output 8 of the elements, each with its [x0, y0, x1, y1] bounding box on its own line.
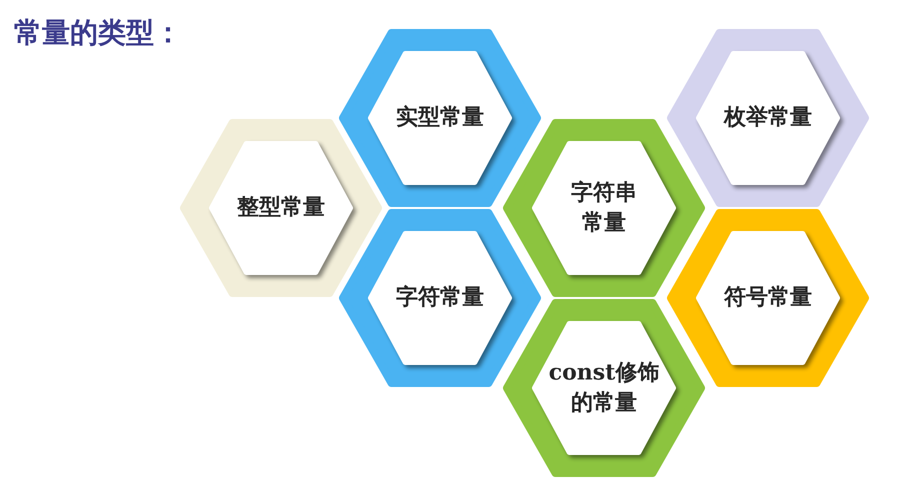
hexagon-label: 枚举常量	[722, 103, 813, 132]
hexagon-label: 字符串常量	[570, 178, 638, 237]
hexagon-label: 符号常量	[723, 283, 813, 312]
hexagon-label: 字符常量	[395, 283, 485, 312]
title: 常量的类型：	[14, 15, 182, 51]
hexagon-label: 实型常量	[395, 103, 485, 132]
hexagon-label: 整型常量	[236, 193, 326, 222]
hexagon-label: const修饰的常量	[548, 358, 660, 417]
